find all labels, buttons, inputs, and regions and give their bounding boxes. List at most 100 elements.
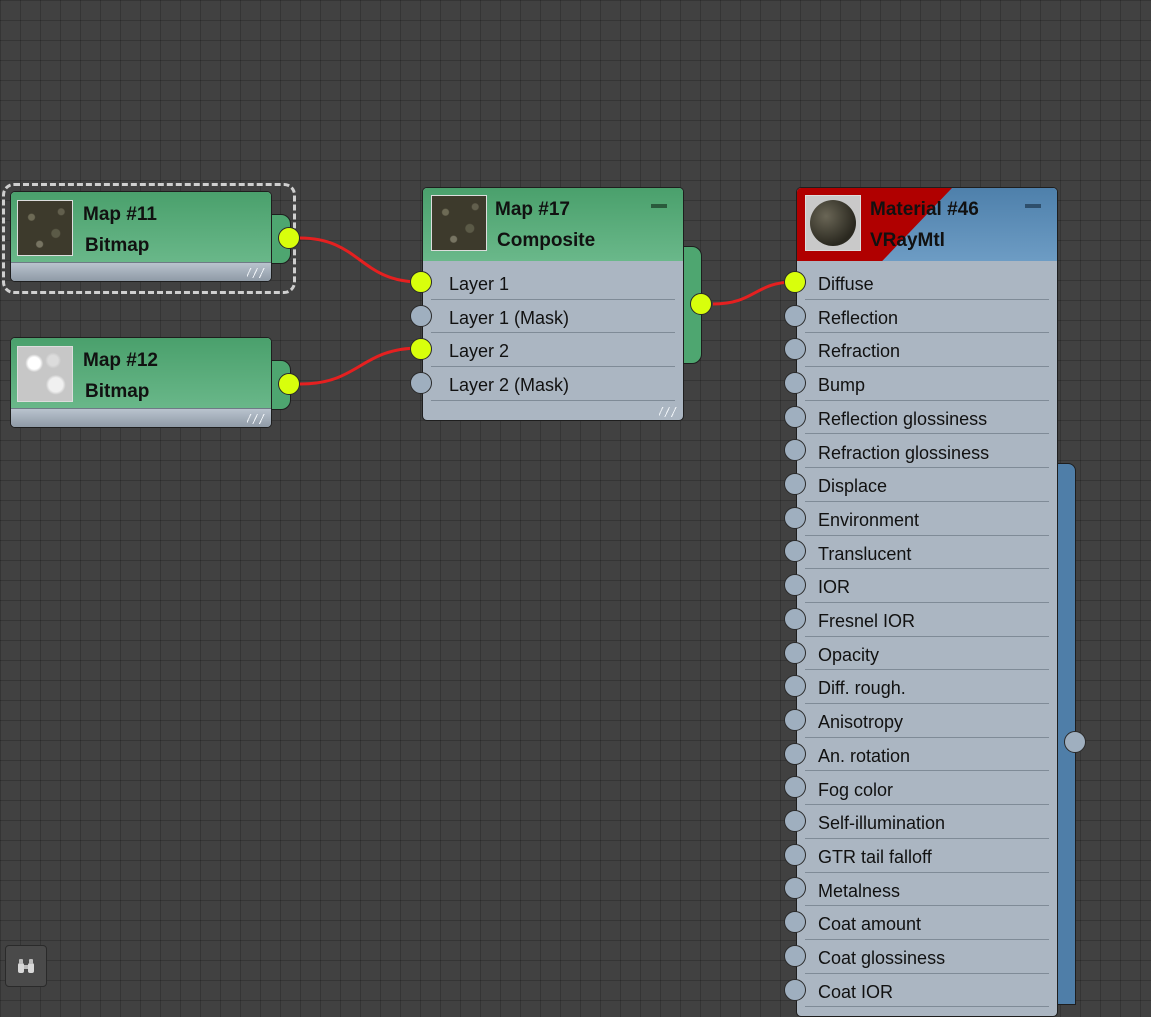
input-row[interactable]: Translucent — [797, 536, 1057, 570]
row-divider — [805, 332, 1049, 334]
input-row[interactable]: Bump — [797, 367, 1057, 401]
input-socket[interactable] — [410, 270, 432, 293]
map17-type: Composite — [497, 230, 596, 251]
input-label: Diff. rough. — [818, 678, 906, 699]
input-socket[interactable] — [784, 270, 806, 293]
input-socket[interactable] — [784, 843, 806, 866]
map12-resize-grip[interactable] — [247, 414, 265, 424]
input-socket[interactable] — [784, 978, 806, 1001]
map12-node[interactable]: Map #12 Bitmap — [10, 337, 272, 428]
material46-collapse-button[interactable] — [1025, 204, 1041, 208]
material46-type: VRayMtl — [870, 230, 945, 251]
input-socket[interactable] — [784, 473, 806, 496]
input-row[interactable]: Diffuse — [797, 266, 1057, 300]
input-socket[interactable] — [784, 742, 806, 765]
input-row[interactable]: Self-illumination — [797, 805, 1057, 839]
input-row[interactable]: IOR — [797, 569, 1057, 603]
input-label: Environment — [818, 509, 920, 530]
input-label: Reflection glossiness — [818, 408, 988, 429]
input-label: Metalness — [818, 880, 901, 901]
input-socket[interactable] — [784, 810, 806, 833]
row-divider — [805, 399, 1049, 401]
input-row[interactable]: Diff. rough. — [797, 670, 1057, 705]
input-socket[interactable] — [784, 944, 806, 967]
input-label: Self-illumination — [818, 813, 946, 834]
map17-resize-grip[interactable] — [659, 407, 677, 417]
input-socket[interactable] — [784, 911, 806, 934]
input-row[interactable]: Reflection glossiness — [797, 401, 1057, 435]
material46-thumbnail — [805, 195, 861, 251]
input-socket[interactable] — [784, 506, 806, 529]
input-row[interactable]: Coat amount — [797, 906, 1057, 940]
input-socket[interactable] — [784, 776, 806, 799]
map11-title: Map #11 — [83, 204, 157, 225]
input-row[interactable]: GTR tail falloff — [797, 839, 1057, 873]
input-row[interactable]: Layer 2 (Mask) — [423, 367, 683, 401]
input-socket[interactable] — [784, 708, 806, 731]
input-label: GTR tail falloff — [818, 846, 932, 867]
input-row[interactable]: Environment — [797, 502, 1057, 536]
input-row[interactable]: Fresnel IOR — [797, 603, 1057, 637]
input-socket[interactable] — [784, 675, 806, 698]
input-row[interactable]: Layer 1 — [423, 266, 683, 300]
material46-output-socket[interactable] — [1064, 731, 1086, 753]
map12-output-socket[interactable] — [278, 373, 300, 395]
input-socket[interactable] — [410, 304, 432, 327]
input-socket[interactable] — [784, 405, 806, 428]
input-socket[interactable] — [410, 338, 432, 361]
input-socket[interactable] — [410, 371, 432, 394]
input-socket[interactable] — [784, 540, 806, 563]
row-divider — [805, 871, 1049, 873]
input-socket[interactable] — [784, 371, 806, 394]
input-label: Anisotropy — [818, 712, 904, 733]
row-divider — [805, 669, 1049, 671]
map11-resize-grip[interactable] — [247, 268, 265, 278]
input-row[interactable]: Opacity — [797, 637, 1057, 671]
input-row[interactable]: An. rotation — [797, 738, 1057, 772]
map11-node[interactable]: Map #11 Bitmap — [10, 191, 272, 282]
input-socket[interactable] — [784, 607, 806, 630]
input-row[interactable]: Metalness — [797, 873, 1057, 907]
input-row[interactable]: Coat IOR — [797, 974, 1057, 1008]
row-divider — [805, 298, 1049, 300]
row-divider — [805, 1006, 1049, 1008]
row-divider — [431, 298, 675, 300]
map11-footer — [11, 262, 271, 281]
wire-map12-to-layer2[interactable] — [299, 346, 421, 386]
input-row[interactable]: Fog color — [797, 772, 1057, 806]
input-row[interactable]: Displace — [797, 468, 1057, 502]
input-label: Coat glossiness — [818, 948, 946, 968]
input-socket[interactable] — [784, 877, 806, 900]
row-divider — [805, 703, 1049, 705]
row-divider — [805, 837, 1049, 839]
input-row[interactable]: Refraction — [797, 333, 1057, 368]
row-divider — [805, 938, 1049, 940]
navigator-button[interactable] — [5, 945, 47, 987]
input-label: Layer 2 (Mask) — [449, 375, 570, 396]
input-row[interactable]: Layer 2 — [423, 333, 683, 368]
wire-map11-to-layer1[interactable] — [299, 236, 421, 284]
input-row[interactable]: Reflection — [797, 300, 1057, 334]
input-socket[interactable] — [784, 641, 806, 664]
input-label: An. rotation — [818, 745, 911, 766]
row-divider — [431, 399, 675, 401]
input-socket[interactable] — [784, 338, 806, 361]
input-socket[interactable] — [784, 304, 806, 327]
map17-output-socket[interactable] — [690, 293, 712, 315]
input-row[interactable]: Refraction glossiness — [797, 435, 1057, 469]
input-row[interactable]: Layer 1 (Mask) — [423, 300, 683, 334]
input-label: Diffuse — [818, 274, 874, 294]
row-divider — [805, 366, 1049, 368]
input-socket[interactable] — [784, 439, 806, 462]
input-socket[interactable] — [784, 574, 806, 597]
input-label: Opacity — [818, 644, 880, 665]
input-row[interactable]: Anisotropy — [797, 704, 1057, 738]
wire-composite-to-diffuse[interactable] — [712, 280, 795, 306]
row-divider — [805, 601, 1049, 603]
input-label: Refraction — [818, 341, 901, 362]
input-row[interactable]: Coat glossiness — [797, 940, 1057, 974]
map17-collapse-button[interactable] — [651, 204, 667, 208]
map11-output-socket[interactable] — [278, 227, 300, 249]
